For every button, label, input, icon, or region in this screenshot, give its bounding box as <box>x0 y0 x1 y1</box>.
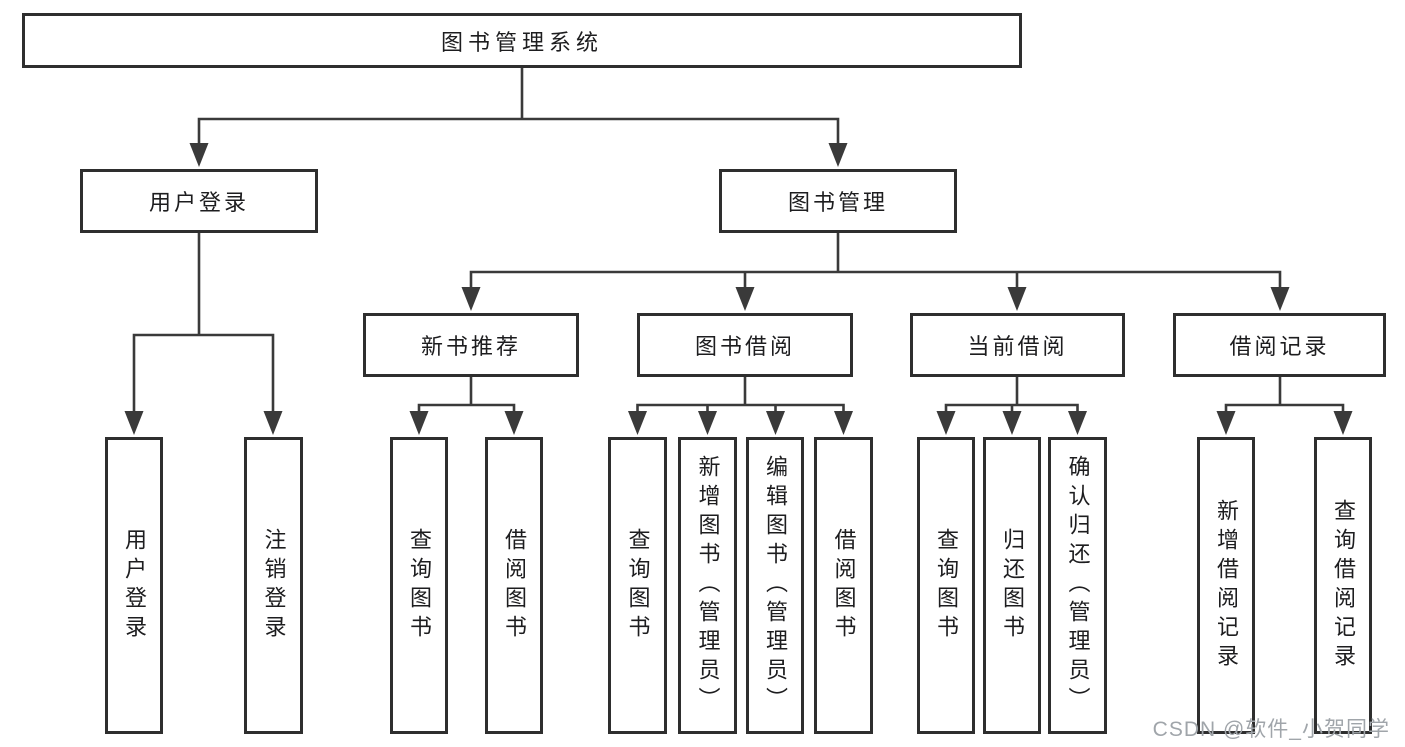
leaf-recommend-query-books-label: 查询图书 <box>407 527 432 644</box>
node-new-book-recommend: 新书推荐 <box>363 313 579 377</box>
node-book-borrowing: 图书借阅 <box>637 313 853 377</box>
node-current-borrowing: 当前借阅 <box>910 313 1125 377</box>
arrowhead <box>766 411 785 435</box>
leaf-current-query-books-label: 查询图书 <box>934 527 959 644</box>
leaf-recommend-borrow-books-label: 借阅图书 <box>502 527 527 644</box>
arrowhead <box>189 143 209 167</box>
leaf-recommend-borrow-books: 借阅图书 <box>485 437 543 734</box>
leaf-return-books: 归还图书 <box>983 437 1041 734</box>
node-book-management: 图书管理 <box>719 169 957 233</box>
node-system-root: 图书管理系统 <box>22 13 1022 68</box>
arrowhead <box>1002 411 1022 435</box>
leaf-logout-label: 注销登录 <box>261 527 287 644</box>
node-system-root-label: 图书管理系统 <box>440 29 603 55</box>
arrowhead <box>263 411 283 435</box>
node-borrowing-records-label: 借阅记录 <box>1229 334 1330 359</box>
leaf-confirm-return-admin: 确认归还（管理员） <box>1048 437 1107 734</box>
leaf-return-books-label: 归还图书 <box>1000 527 1025 644</box>
leaf-borrow-books-label: 借阅图书 <box>831 527 857 644</box>
leaf-user-login-label: 用户登录 <box>122 527 147 644</box>
arrowhead <box>834 411 853 435</box>
arrowhead <box>936 411 956 435</box>
arrowhead <box>1333 411 1353 435</box>
node-borrowing-records: 借阅记录 <box>1173 313 1386 377</box>
leaf-recommend-query-books: 查询图书 <box>390 437 448 734</box>
arrowhead <box>1007 287 1027 311</box>
node-book-borrowing-label: 图书借阅 <box>694 334 795 359</box>
arrowhead <box>1216 411 1236 435</box>
watermark-csdn: CSDN @软件_小贺同学 <box>1152 718 1390 741</box>
arrowhead <box>735 287 755 311</box>
leaf-query-borrow-record-label: 查询借阅记录 <box>1331 498 1356 673</box>
node-new-book-recommend-label: 新书推荐 <box>420 334 521 359</box>
leaf-query-borrow-record: 查询借阅记录 <box>1314 437 1372 734</box>
node-book-management-label: 图书管理 <box>787 190 888 215</box>
leaf-logout: 注销登录 <box>244 437 303 734</box>
leaf-add-borrow-record-label: 新增借阅记录 <box>1214 498 1239 673</box>
arrowhead <box>504 411 524 435</box>
arrowhead <box>698 411 717 435</box>
arrowhead <box>461 287 481 311</box>
leaf-borrow-books: 借阅图书 <box>814 437 873 734</box>
leaf-confirm-return-admin-label: 确认归还（管理员） <box>1065 455 1091 716</box>
leaf-add-books-admin-label: 新增图书（管理员） <box>695 455 721 716</box>
leaf-borrow-query-books: 查询图书 <box>608 437 667 734</box>
arrowhead <box>124 411 144 435</box>
node-current-borrowing-label: 当前借阅 <box>967 334 1068 359</box>
arrowhead <box>1068 411 1087 435</box>
arrowhead <box>828 143 848 167</box>
leaf-edit-books-admin: 编辑图书（管理员） <box>746 437 804 734</box>
leaf-add-borrow-record: 新增借阅记录 <box>1197 437 1255 734</box>
node-user-login-label: 用户登录 <box>148 190 249 215</box>
leaf-add-books-admin: 新增图书（管理员） <box>678 437 737 734</box>
leaf-user-login: 用户登录 <box>105 437 163 734</box>
leaf-borrow-query-books-label: 查询图书 <box>625 527 651 644</box>
arrowhead <box>409 411 429 435</box>
leaf-edit-books-admin-label: 编辑图书（管理员） <box>763 455 788 716</box>
leaf-current-query-books: 查询图书 <box>917 437 975 734</box>
arrowhead <box>1270 287 1290 311</box>
arrowhead <box>628 411 647 435</box>
node-user-login: 用户登录 <box>80 169 318 233</box>
